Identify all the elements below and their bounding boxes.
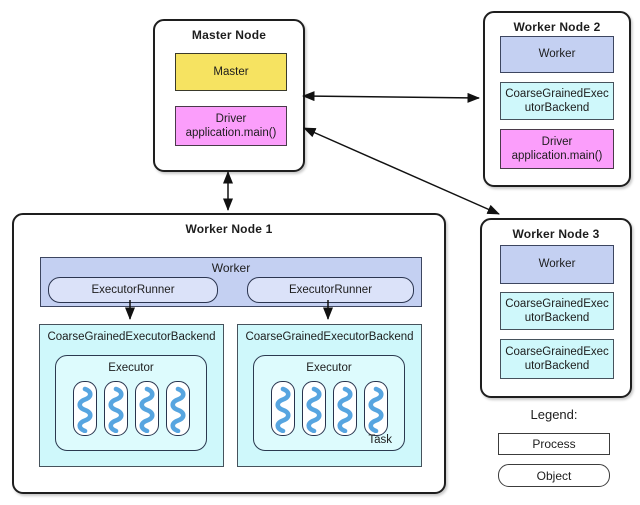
worker-node-2-driver-box: Driver application.main() (500, 129, 614, 169)
worker-node-2-worker-box: Worker (500, 36, 614, 73)
executor-left-thread-pills (56, 381, 206, 436)
executor-right-thread-pills (254, 381, 404, 436)
legend-process-box: Process (498, 433, 610, 455)
backend-left-label: CoarseGrainedExecutorBackend (47, 331, 216, 343)
master-node-title: Master Node (191, 28, 267, 42)
legend-title: Legend: (530, 407, 578, 422)
executor-right: Executor Task (253, 355, 405, 451)
task-thread-icon (332, 381, 357, 436)
worker-node-1-worker-box: Worker ExecutorRunner ExecutorRunner (40, 257, 422, 307)
task-thread-icon (134, 381, 159, 436)
worker-node-1-worker-label: Worker (211, 261, 251, 275)
worker-node-3-backend-box-2: CoarseGrainedExecutorBackend (500, 339, 614, 379)
worker-node-3: Worker Node 3 Worker CoarseGrainedExecut… (480, 218, 632, 398)
worker-node-2: Worker Node 2 Worker CoarseGrainedExecut… (483, 11, 631, 187)
task-thread-icon (165, 381, 190, 436)
driver-process-box: Driver application.main() (175, 106, 287, 146)
backend-right: CoarseGrainedExecutorBackend Executor Ta… (237, 324, 422, 467)
task-thread-icon (72, 381, 97, 436)
worker-node-1: Worker Node 1 Worker ExecutorRunner Exec… (12, 213, 446, 494)
task-thread-icon (363, 381, 388, 436)
arrow-master-worker2 (302, 91, 480, 103)
executor-left-label: Executor (108, 362, 154, 374)
worker-node-3-worker-box: Worker (500, 245, 614, 284)
master-process-box: Master (175, 53, 287, 91)
executor-runner-left: ExecutorRunner (48, 277, 218, 303)
worker-node-2-title: Worker Node 2 (513, 20, 601, 34)
worker-node-3-title: Worker Node 3 (512, 227, 600, 241)
executor-left: Executor (55, 355, 207, 451)
legend-object-box: Object (498, 464, 610, 487)
task-thread-icon (301, 381, 326, 436)
backend-right-label: CoarseGrainedExecutorBackend (245, 331, 414, 343)
master-node: Master Node Master Driver application.ma… (153, 19, 305, 172)
backend-left: CoarseGrainedExecutorBackend Executor (39, 324, 224, 467)
worker-node-2-backend-box: CoarseGrainedExecutorBackend (500, 82, 614, 120)
arrow-master-worker3 (303, 127, 500, 215)
executor-right-label: Executor (306, 362, 352, 374)
worker-node-1-title: Worker Node 1 (185, 222, 273, 236)
task-label: Task (368, 433, 392, 446)
executor-runner-right: ExecutorRunner (247, 277, 414, 303)
task-thread-icon (103, 381, 128, 436)
task-thread-icon (270, 381, 295, 436)
worker-node-3-backend-box-1: CoarseGrainedExecutorBackend (500, 292, 614, 330)
